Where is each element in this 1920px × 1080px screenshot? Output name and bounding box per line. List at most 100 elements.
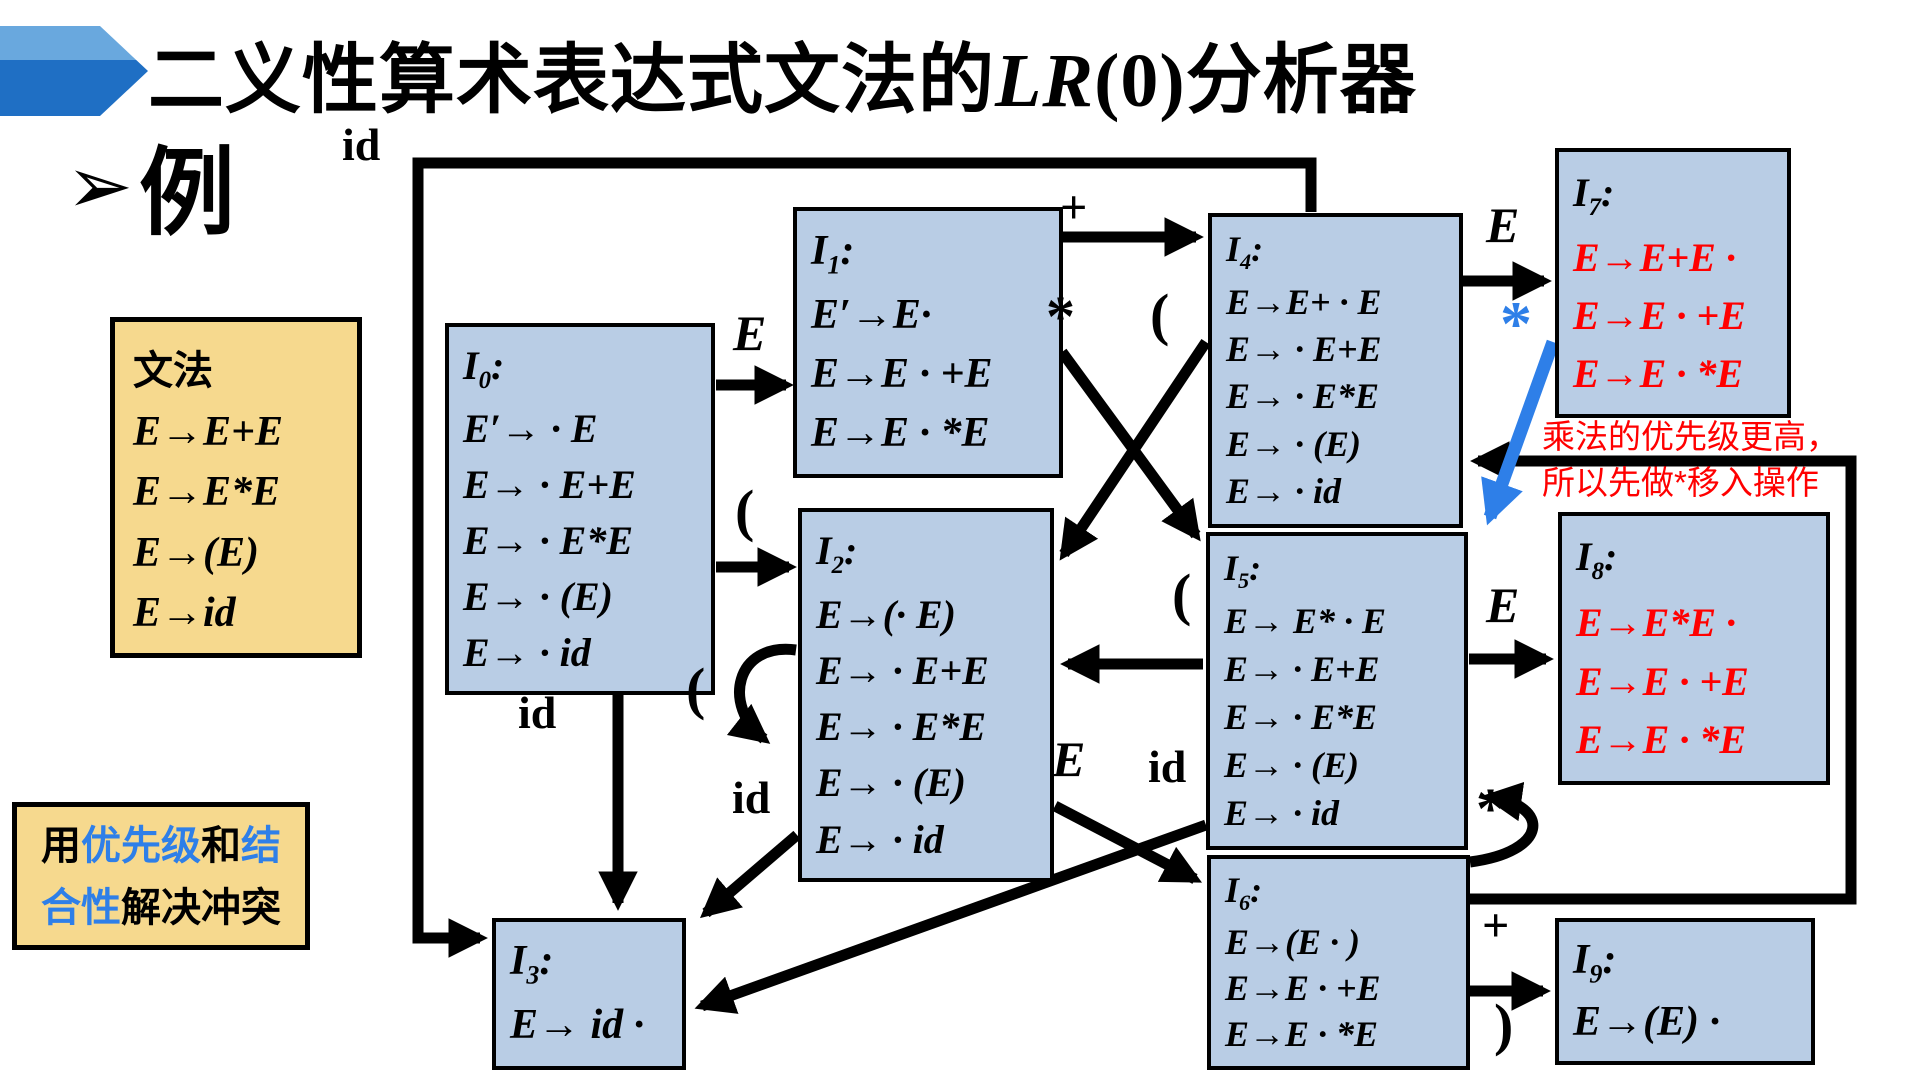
bullet-arrow-icon: ➢	[66, 141, 134, 230]
state-box-i8: I8: E→E*E · E→E · +E E→E · *E	[1558, 512, 1830, 785]
edge-label-E-i4-i7: E	[1486, 197, 1520, 253]
edge-label-plus-i1-i4: +	[1060, 181, 1088, 234]
title-cjk-tail: 分析器	[1185, 38, 1417, 123]
lr-item: E→ · id	[463, 630, 591, 676]
edge-label-star-i1-i5: *	[1046, 284, 1075, 349]
state-title: I5:	[1224, 548, 1262, 594]
conflict-annotation-line1: 乘法的优先级更高，	[1542, 418, 1839, 455]
arrow-i2-to-i3	[699, 830, 801, 919]
state-box-i6: I6: E→(E · ) E→E · +E E→E · *E	[1207, 855, 1470, 1070]
arrow-i1-to-i5	[1057, 348, 1201, 542]
state-title: I2:	[816, 528, 858, 580]
state-title: I1:	[811, 227, 855, 280]
arrow-i4-to-i2	[1059, 338, 1211, 561]
arrow-i6-to-i5	[1469, 781, 1539, 868]
edge-label-star-i7-i5-conflict: *	[1500, 288, 1532, 359]
grammar-production: E→(E)	[133, 529, 259, 576]
lr-item: E→(· E)	[816, 591, 956, 637]
edge-label-E-i5-i8: E	[1486, 577, 1520, 633]
lr-item: E→E+ · E	[1226, 281, 1382, 322]
arrow-i2-self-loop	[726, 643, 797, 744]
lr-item: E→(E · )	[1225, 921, 1360, 962]
title-lr: LR	[995, 39, 1095, 123]
edge-label-rparen-i6-i9: )	[1494, 992, 1514, 1057]
lr-item: E→ · E+E	[1226, 328, 1382, 369]
state-title: I9:	[1573, 936, 1617, 989]
lr-item: E→E · +E	[1225, 967, 1381, 1008]
state-box-i5: I5: E→ E* · E E→ · E+E E→ · E*E E→ · (E)…	[1206, 532, 1468, 850]
note-part-highlight: 结合性	[41, 823, 281, 930]
lr-item: E→ · (E)	[1226, 423, 1361, 464]
state-box-i3: I3: E→ id ·	[492, 918, 686, 1070]
state-title: I7:	[1573, 169, 1615, 221]
edge-label-star-i6-i5: *	[1476, 776, 1505, 841]
lr-item: E→(E) ·	[1573, 998, 1720, 1045]
state-box-i7: I7: E→E+E · E→E · +E E→E · *E	[1555, 148, 1791, 418]
lr-item: E→ · E+E	[463, 462, 636, 508]
state-box-i2: I2: E→(· E) E→ · E+E E→ · E*E E→ · (E) E…	[798, 508, 1054, 882]
lr-item: E→E · +E	[811, 350, 993, 397]
lr-item-conflict: E→E · +E	[1573, 293, 1746, 339]
state-title: I3:	[510, 938, 554, 990]
state-title: I4:	[1226, 228, 1264, 274]
lr-item-conflict: E→E · *E	[1576, 717, 1747, 763]
conflict-note-panel: 用优先级和结合性解决冲突	[12, 802, 310, 950]
edge-label-lparen-i5-i2: (	[1172, 562, 1192, 627]
note-part: 解决冲突	[121, 885, 281, 930]
lr-item: E→ E* · E	[1224, 601, 1387, 642]
edge-label-id-i5-i3: id	[1148, 741, 1187, 792]
state-title: I6:	[1225, 869, 1263, 915]
edge-label-lparen-i0-i2: (	[735, 478, 755, 543]
lr-item-conflict: E→E+E ·	[1573, 235, 1736, 281]
title-chevron-icon	[0, 26, 148, 116]
grammar-production: E→id	[133, 589, 236, 636]
state-title: I8:	[1576, 534, 1618, 586]
lr-item: E′→E·	[811, 291, 932, 338]
lr-item: E→ · E*E	[1224, 697, 1378, 738]
lr-item: E→ · (E)	[1224, 745, 1359, 786]
edge-label-lparen-i2-loop: (	[686, 656, 706, 721]
state-title: I0:	[463, 342, 505, 394]
lr-item: E→ · E+E	[816, 648, 989, 694]
lr-item: E→E · *E	[811, 409, 990, 456]
bullet-label: 例	[139, 140, 236, 247]
grammar-production: E→E+E	[133, 409, 283, 456]
arrow-i4-to-i3-id-loop	[412, 157, 1317, 958]
lr-item: E→ id ·	[510, 1002, 645, 1049]
arrow-i7-to-i5-conflict	[1481, 339, 1560, 526]
grammar-heading: 文法	[133, 348, 213, 394]
lr-item-conflict: E→E · *E	[1573, 351, 1744, 397]
title-cjk-head: 二义性算术表达式文法的	[148, 38, 995, 123]
lr-item-conflict: E→E · +E	[1576, 658, 1749, 704]
edge-label-id-i0-i3: id	[518, 687, 557, 738]
arrow-i5-to-i3	[694, 819, 1208, 1014]
note-part: 用	[41, 823, 81, 868]
state-box-i4: I4: E→E+ · E E→ · E+E E→ · E*E E→ · (E) …	[1208, 213, 1463, 528]
lr-item: E→ · id	[1226, 471, 1342, 512]
lr-item: E→ · E*E	[1226, 376, 1380, 417]
edge-label-lparen-i4-i2: (	[1150, 282, 1170, 347]
lr-item: E→E · *E	[1225, 1014, 1379, 1055]
lr-item: E→ · (E)	[463, 574, 613, 620]
lr-item: E→ · (E)	[816, 760, 966, 806]
lr-item: E→ · E*E	[816, 704, 987, 750]
edge-label-id-i2-i3: id	[732, 772, 771, 823]
lr-item: E→ · id	[1224, 793, 1340, 834]
state-box-i1: I1: E′→E· E→E · +E E→E · *E	[793, 207, 1063, 478]
edge-label-id-i4-i3: id	[342, 119, 381, 170]
edge-label-E-i0-i1: E	[733, 305, 767, 361]
edge-label-E-i2-i6: E	[1052, 731, 1086, 787]
lr-item-conflict: E→E*E ·	[1576, 600, 1737, 646]
note-part-highlight: 优先级	[81, 823, 201, 868]
conflict-annotation-line2: 所以先做*移入操作	[1542, 464, 1819, 501]
state-box-i9: I9: E→(E) ·	[1555, 918, 1815, 1065]
lr-item: E→ · E*E	[463, 518, 634, 564]
lr-item: E→ · id	[816, 816, 944, 862]
arrow-i2-to-i6	[1052, 801, 1203, 884]
lr-item: E→ · E+E	[1224, 649, 1380, 690]
title-paren: (0)	[1094, 39, 1186, 123]
grammar-panel: 文法 E→E+E E→E*E E→(E) E→id	[110, 317, 362, 658]
page-title: 二义性算术表达式文法的LR(0)分析器	[148, 18, 1417, 128]
